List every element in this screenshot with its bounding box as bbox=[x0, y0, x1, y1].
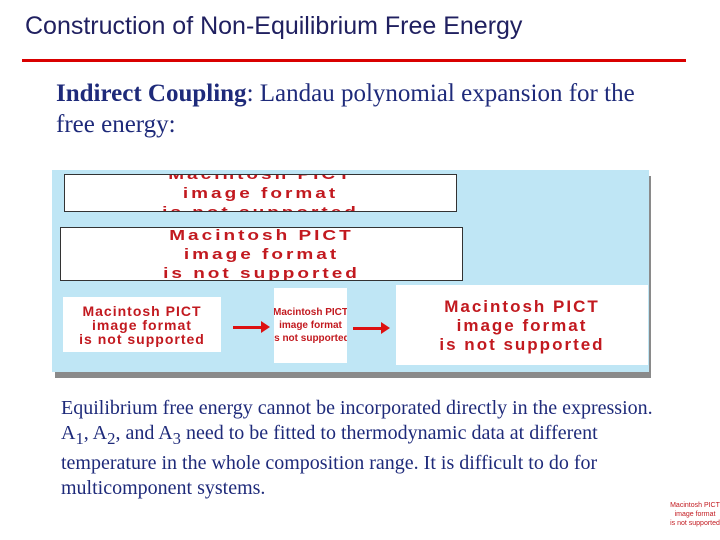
arrow-right-icon bbox=[233, 321, 270, 333]
pict-placeholder-4: Macintosh PICT image format is not suppo… bbox=[274, 288, 347, 363]
pict-line: image format bbox=[279, 319, 342, 331]
pict-line: Macintosh PICT bbox=[168, 174, 353, 183]
pict-line: image format bbox=[674, 510, 716, 518]
pict-line: is not supported bbox=[274, 332, 347, 344]
pict-line: is not supported bbox=[670, 519, 720, 527]
intro-rest: : Landau polynomial expansion for the fr… bbox=[56, 80, 635, 138]
pict-line: is not supported bbox=[79, 330, 205, 347]
pict-placeholder-5: Macintosh PICT image format is not suppo… bbox=[396, 285, 648, 365]
pict-line: image format bbox=[182, 184, 339, 202]
pict-line: image format bbox=[456, 315, 588, 335]
subscript: 3 bbox=[172, 428, 181, 448]
pict-line: image format bbox=[183, 245, 340, 263]
title-divider bbox=[22, 59, 686, 62]
pict-line: Macintosh PICT bbox=[169, 227, 354, 244]
slide-title: Construction of Non-Equilibrium Free Ene… bbox=[25, 12, 523, 40]
pict-line: image format bbox=[92, 316, 192, 333]
subscript: 1 bbox=[75, 428, 84, 448]
body-text-part: , A bbox=[83, 421, 108, 444]
arrow-right-icon bbox=[353, 322, 390, 334]
pict-line: is not supported bbox=[439, 334, 605, 354]
corner-pict-placeholder: Macintosh PICT image format is not suppo… bbox=[669, 500, 720, 528]
pict-placeholder-3: Macintosh PICT image format is not suppo… bbox=[63, 297, 221, 352]
pict-line: is not supported bbox=[162, 203, 359, 212]
pict-line: is not supported bbox=[163, 264, 360, 281]
pict-line: Macintosh PICT bbox=[82, 302, 202, 319]
pict-placeholder-2: Macintosh PICT image format is not suppo… bbox=[60, 227, 463, 281]
body-text-part: Equilibrium free energy cannot be incorp… bbox=[61, 397, 653, 444]
pict-placeholder-1: Macintosh PICT image format is not suppo… bbox=[64, 174, 457, 212]
body-paragraph: Equilibrium free energy cannot be incorp… bbox=[61, 396, 673, 500]
intro-bold: Indirect Coupling bbox=[56, 80, 247, 107]
subscript: 2 bbox=[107, 428, 116, 448]
pict-line: Macintosh PICT bbox=[444, 296, 600, 316]
body-text-part: , and A bbox=[115, 421, 173, 444]
pict-line: Macintosh PICT bbox=[670, 501, 720, 509]
body-text-part: need to be fitted to thermodynamic data … bbox=[61, 421, 598, 499]
pict-line: Macintosh PICT bbox=[274, 306, 347, 318]
intro-text: Indirect Coupling: Landau polynomial exp… bbox=[56, 78, 666, 140]
